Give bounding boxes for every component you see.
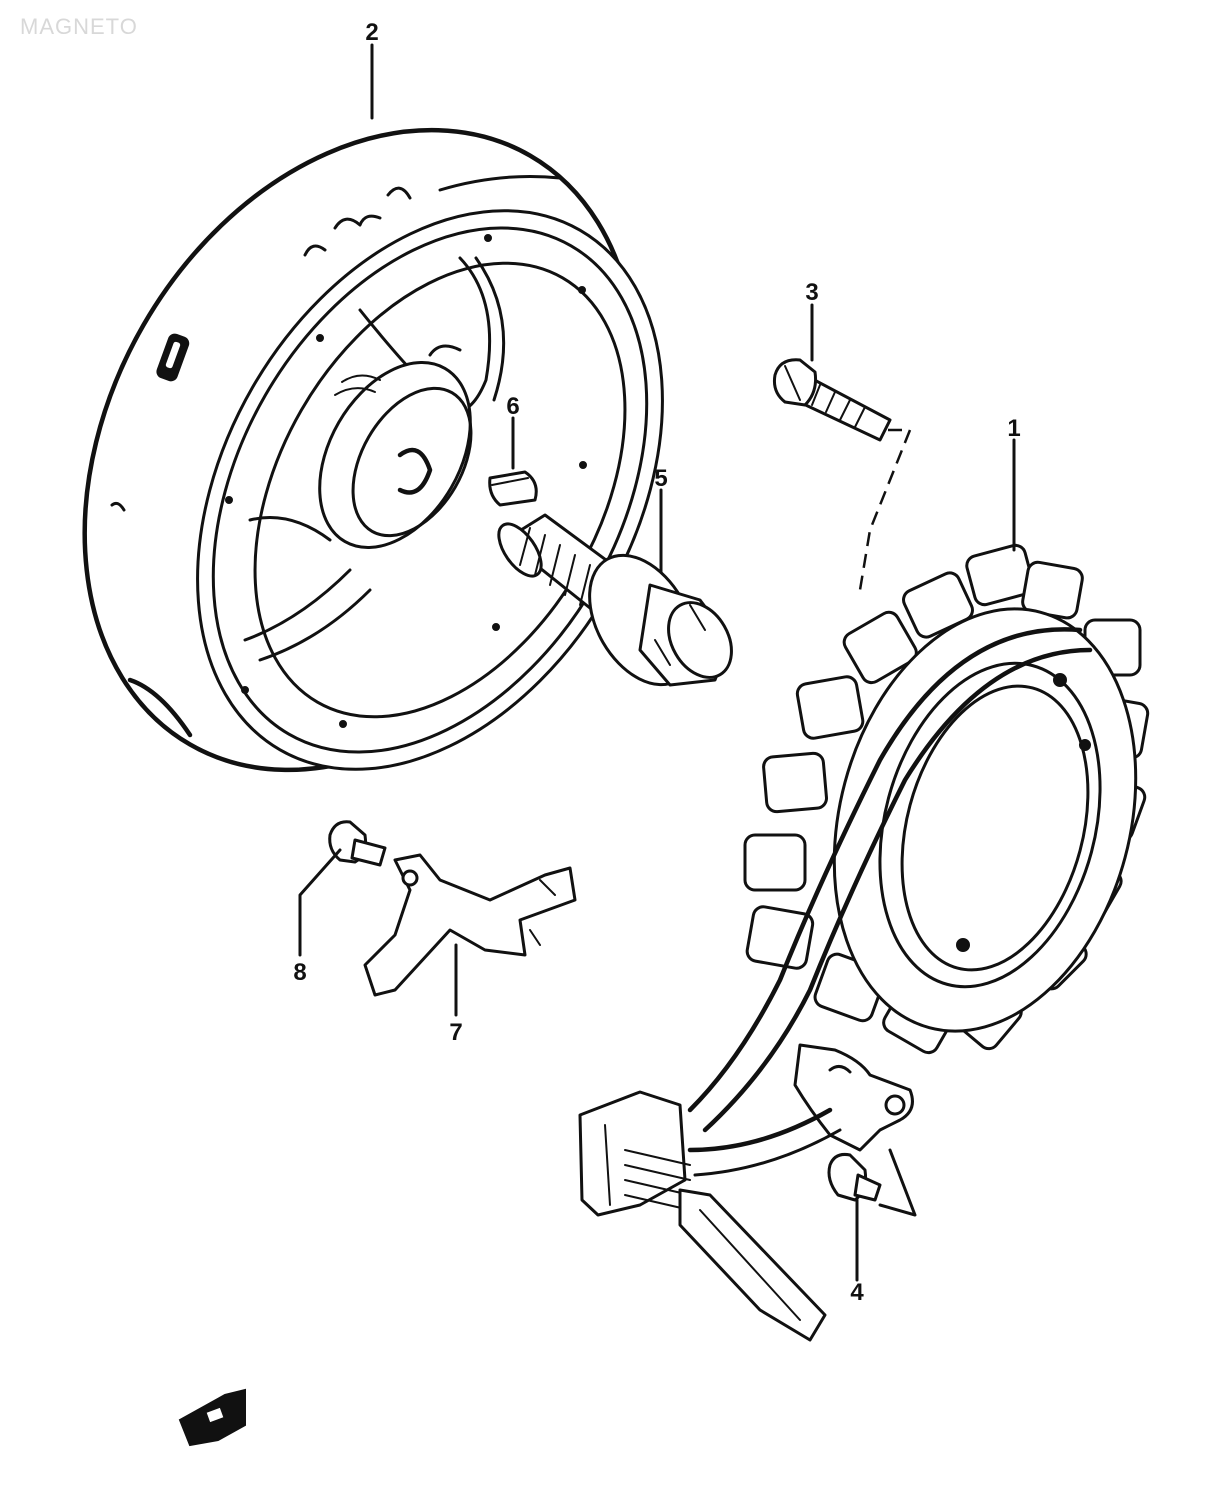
stator-screw	[773, 358, 892, 442]
callout-rotor: 2	[365, 19, 378, 46]
lead-guide-bracket	[363, 853, 577, 997]
clamp-screw	[827, 1153, 882, 1202]
magneto-watermark: MAGNETO	[20, 14, 138, 39]
guide-screw	[328, 820, 387, 867]
callout-key: 6	[506, 393, 519, 420]
front-direction-marker	[178, 1388, 246, 1447]
assembly-line-screw	[858, 428, 912, 591]
clamp-screw-leader	[878, 1148, 917, 1217]
callout-rotor-bolt: 5	[654, 465, 667, 492]
rotor-flywheel	[82, 127, 664, 773]
rotor-bolt	[497, 513, 733, 687]
stator-assembly	[578, 543, 1150, 1342]
callout-clamp-screw: 4	[850, 1279, 864, 1306]
callout-stator: 1	[1007, 415, 1020, 442]
callout-guide-screw: 8	[293, 959, 306, 986]
leader-lines	[298, 43, 1016, 1282]
callout-stator-screw: 3	[805, 279, 818, 306]
callout-labels: 2 3 1 5 6 7 8 4	[293, 19, 1020, 1306]
woodruff-key	[488, 470, 538, 507]
callout-lead-guide: 7	[449, 1019, 462, 1046]
